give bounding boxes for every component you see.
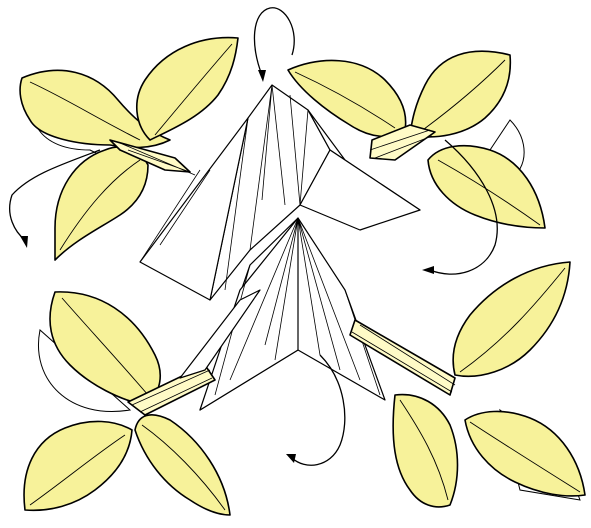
petal-group-bottom-left (24, 290, 260, 515)
petal-group-bottom-right (350, 262, 585, 507)
